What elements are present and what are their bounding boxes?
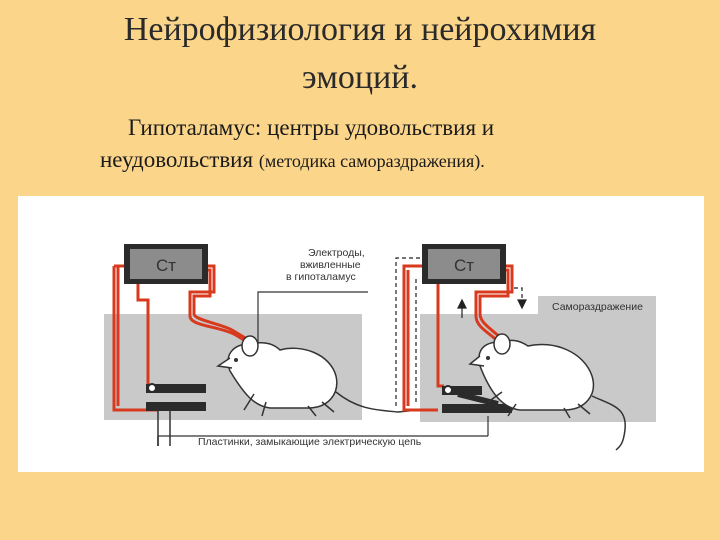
left-plate-contact (147, 383, 157, 393)
diagram-svg: Ст Электроды, вживл (104, 244, 656, 451)
electrodes-label-2: вживленные (300, 259, 361, 271)
electrodes-label-3: в гипоталамус (286, 271, 356, 283)
right-plate-top (442, 386, 482, 395)
right-stimulator-box (428, 249, 500, 279)
subtitle-line-1: Гипоталамус: центры удовольствия и (128, 115, 495, 140)
subtitle-line-2-method: (методика самораздражения). (258, 151, 485, 171)
left-rat (215, 335, 419, 417)
plates-label: Пластинки, замыкающие электрическую цепь (198, 436, 422, 448)
subtitle-line-2-main: неудовольствия (100, 147, 254, 172)
electrode-pointer (257, 291, 368, 342)
left-wires (112, 264, 255, 412)
right-loop-arrows (395, 257, 527, 406)
right-panel-top (538, 296, 656, 316)
left-wire-head (188, 264, 255, 348)
left-wire-outer (112, 266, 158, 412)
self-stimulation-label: Самораздражение (552, 301, 643, 313)
left-plate-top (146, 384, 206, 393)
subtitle-line-2: неудовольствия (методика самораздражения… (40, 144, 680, 177)
left-stimulator-box (130, 249, 202, 279)
left-plate-bottom (146, 402, 206, 411)
title-line-2: эмоций. (302, 59, 418, 96)
right-rat (468, 333, 626, 451)
right-lever (457, 391, 499, 407)
right-stimulator-label: Ст (454, 256, 474, 275)
electrodes-label-1: Электроды, (308, 247, 365, 259)
right-wire-outer (402, 264, 438, 412)
plates-bracket (157, 416, 489, 446)
right-plate-bottom (442, 404, 512, 413)
self-stimulation-diagram: Ст Электроды, вживл (18, 196, 704, 472)
slide-title: Нейрофизиология и нейрохимия эмоций. (0, 6, 720, 102)
left-stimulator-label: Ст (156, 256, 176, 275)
left-wire-head-b (192, 268, 253, 344)
slide-subtitle: Гипоталамус: центры удовольствия и неудо… (40, 112, 680, 177)
left-wire-mid (136, 284, 150, 386)
title-line-1: Нейрофизиология и нейрохимия (123, 11, 597, 48)
electrodes-label: Электроды, вживленные в гипоталамус (286, 247, 365, 283)
right-plate-contact (443, 385, 453, 395)
